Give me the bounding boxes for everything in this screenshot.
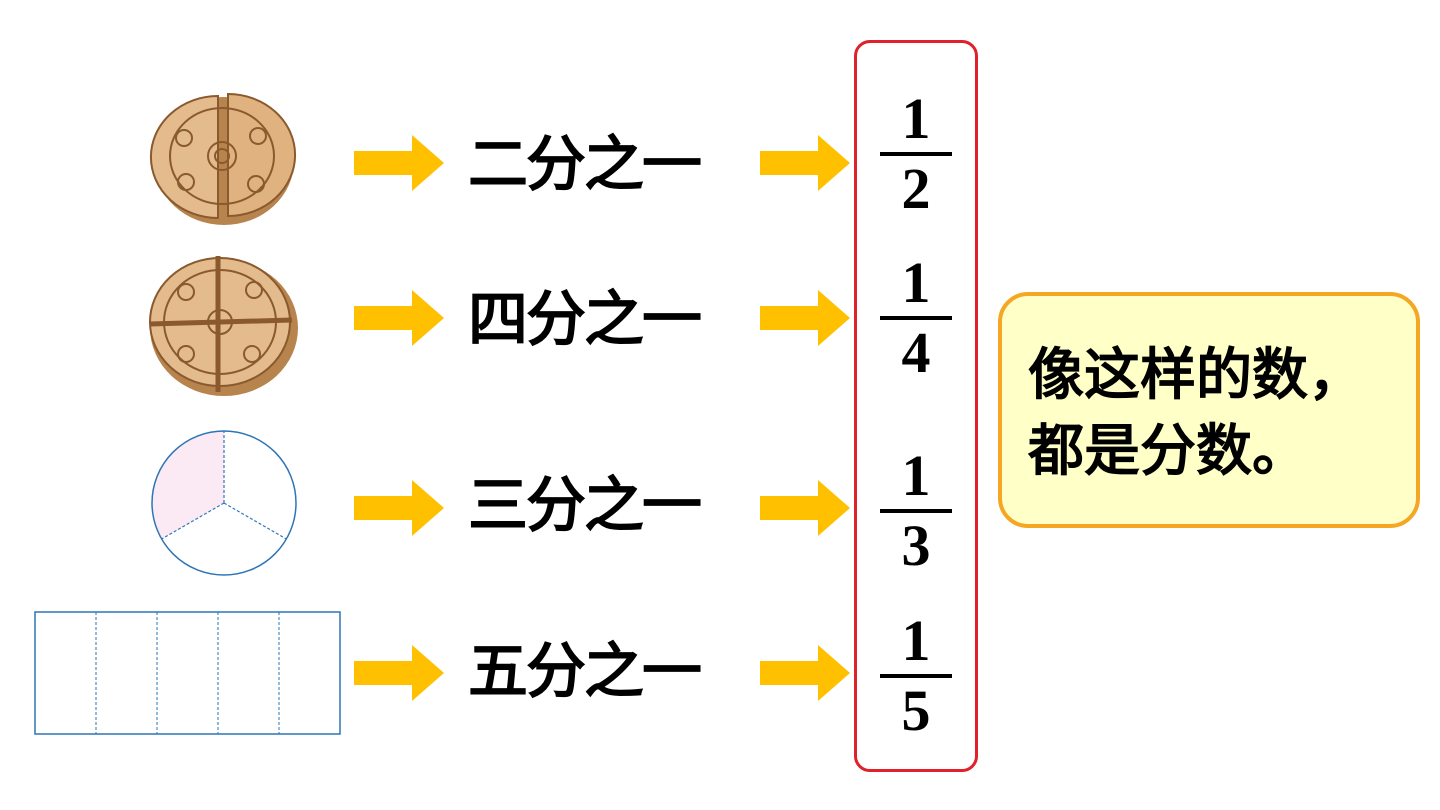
fraction-word-label: 四分之一	[468, 285, 702, 355]
fraction-denominator: 4	[901, 320, 931, 385]
mooncake-halves-figure	[149, 92, 297, 225]
fraction-bar	[880, 674, 952, 678]
fraction-denominator: 5	[901, 678, 931, 743]
fraction-denominator: 3	[901, 513, 931, 578]
fraction-numerator: 1	[901, 86, 931, 151]
fraction-word-label: 三分之一	[468, 471, 702, 541]
fraction-numerator: 1	[901, 443, 931, 508]
fraction-numerator: 1	[901, 608, 931, 673]
fraction-one-fifth: 1 5	[876, 610, 956, 742]
fraction-word-label: 五分之一	[468, 637, 702, 707]
mooncake-quarters-figure	[149, 256, 298, 396]
arrow-right-icon	[354, 290, 444, 346]
fraction-one-half: 1 2	[876, 88, 956, 220]
arrow-right-icon	[760, 645, 850, 701]
arrow-right-icon	[760, 135, 850, 191]
rectangle-fifths-figure	[34, 611, 341, 735]
fraction-bar	[880, 509, 952, 513]
arrow-right-icon	[354, 480, 444, 536]
callout-text: 像这样的数， 都是分数。	[1028, 343, 1364, 484]
arrow-right-icon	[760, 480, 850, 536]
fraction-numerator: 1	[901, 250, 931, 315]
fraction-one-third: 1 3	[876, 445, 956, 577]
fraction-denominator: 2	[901, 156, 931, 221]
fraction-bar	[880, 152, 952, 156]
definition-callout: 像这样的数， 都是分数。	[998, 292, 1420, 528]
arrow-right-icon	[354, 645, 444, 701]
fraction-column-box	[854, 40, 978, 772]
fraction-word-label: 二分之一	[468, 130, 702, 200]
fraction-bar	[880, 316, 952, 320]
arrow-right-icon	[354, 135, 444, 191]
circle-thirds-figure	[151, 430, 297, 576]
arrow-right-icon	[760, 290, 850, 346]
fraction-one-quarter: 1 4	[876, 252, 956, 384]
